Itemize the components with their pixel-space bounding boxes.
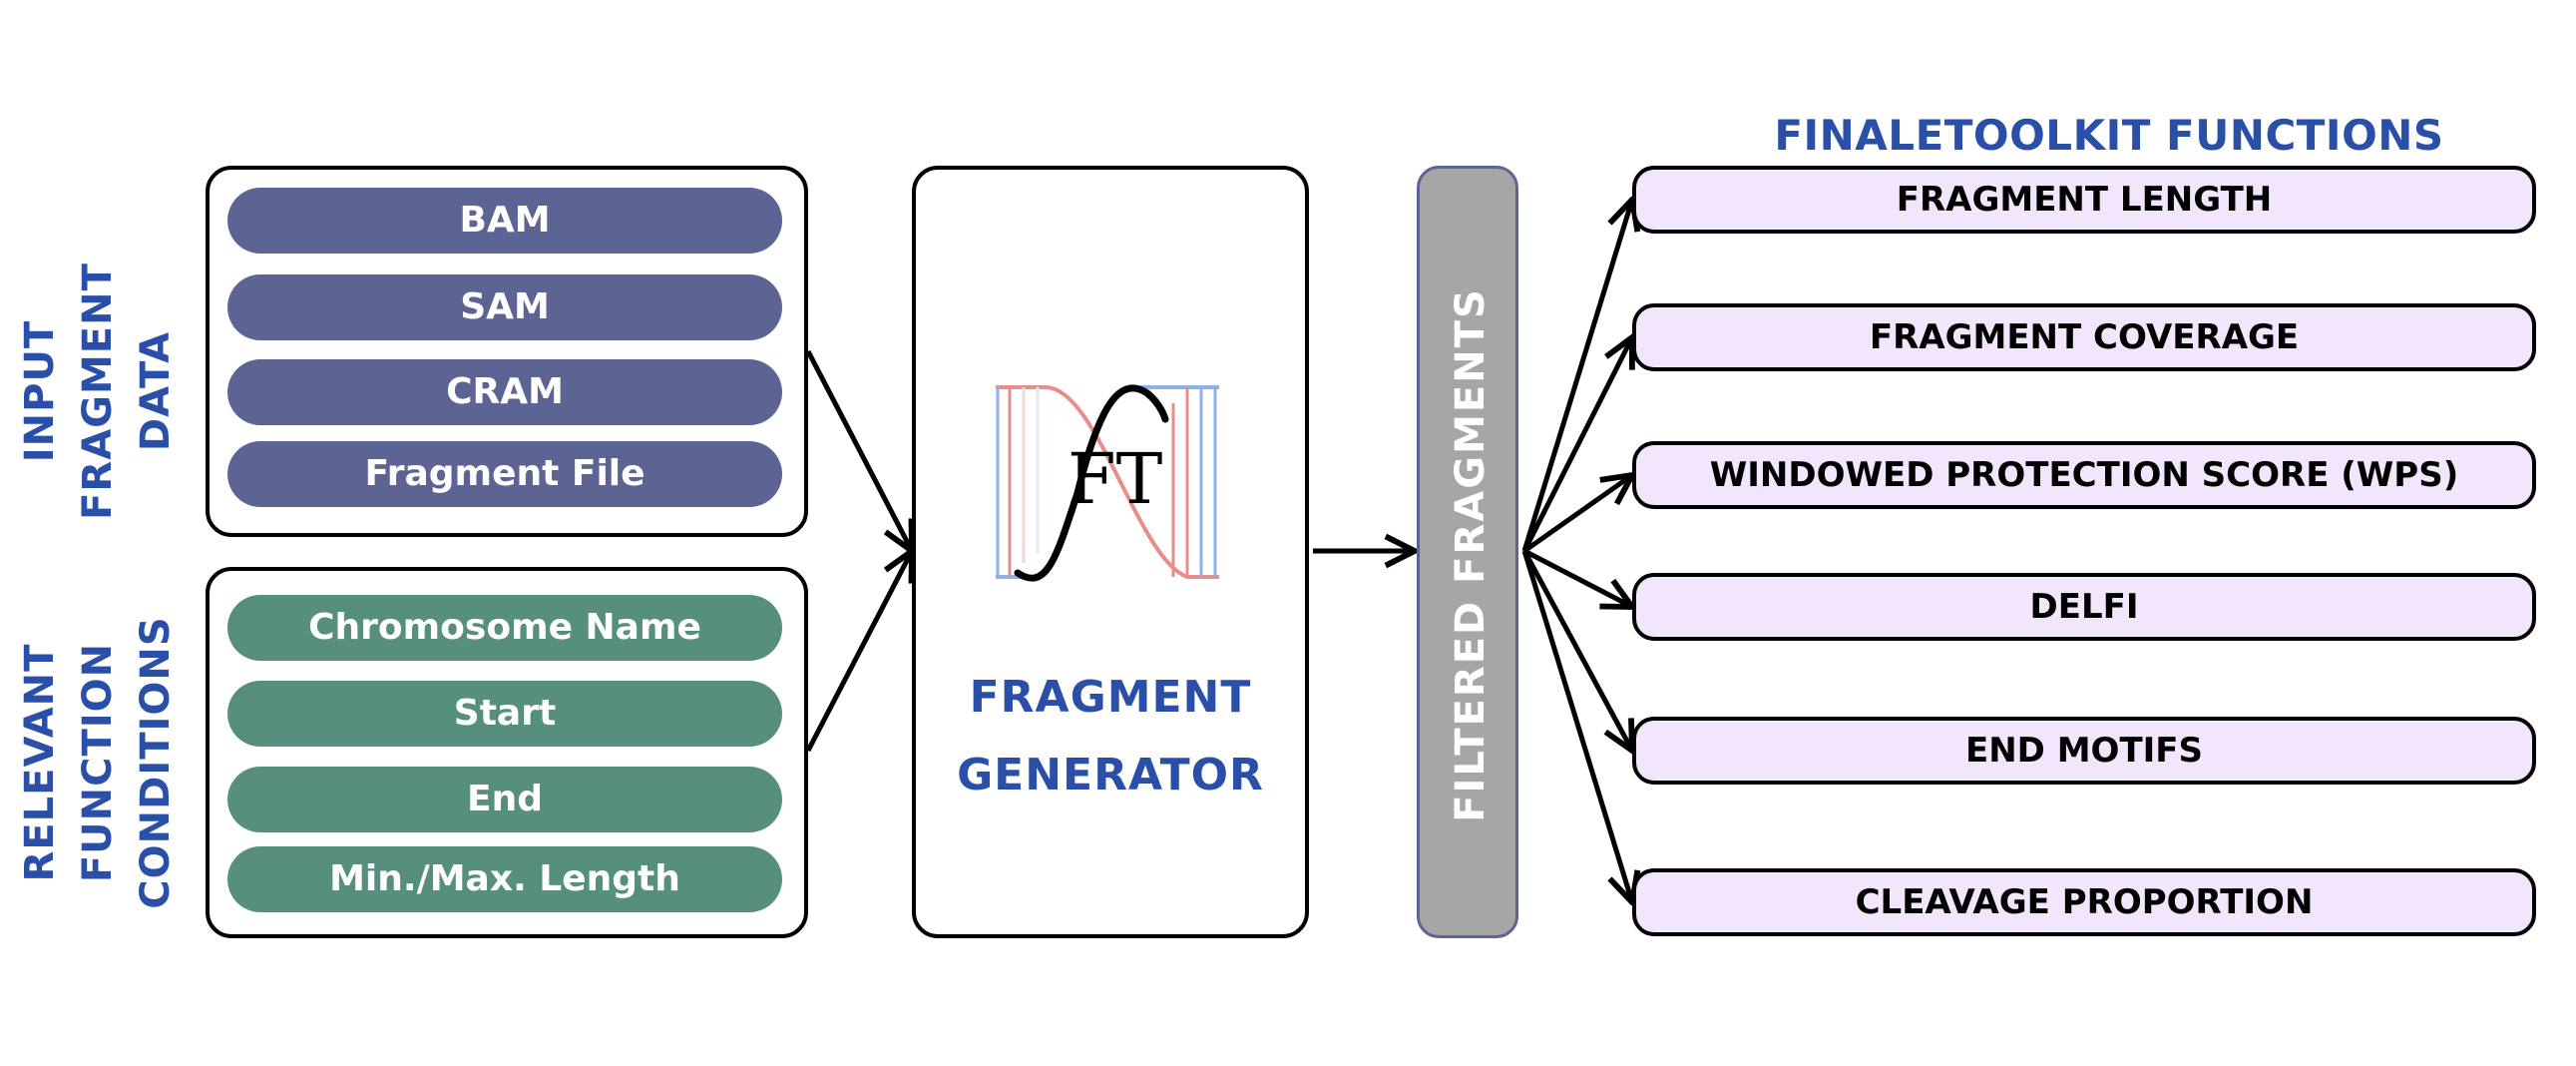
arrow-to-cleavage-proportion xyxy=(1521,550,1632,902)
input-pill-sam: SAM xyxy=(227,274,782,340)
input-fragment-data-label: INPUT FRAGMENT DATA xyxy=(17,263,179,520)
logo-text: FT xyxy=(1068,438,1162,520)
function-cleavage-proportion: CLEAVAGE PROPORTION xyxy=(1632,868,2536,936)
input-pill-cram: CRAM xyxy=(227,359,782,425)
filtered-fragments-label: FILTERED FRAGMENTS xyxy=(1448,287,1494,822)
condition-pill-start: Start xyxy=(227,681,782,747)
arrow-to-fragment-length xyxy=(1521,200,1632,552)
input-fragment-data-group: BAM SAM CRAM Fragment File xyxy=(206,166,808,537)
function-delfi: DELFI xyxy=(1632,573,2536,641)
input-pill-bam: BAM xyxy=(227,188,782,254)
arrow-conditions-to-generator xyxy=(805,551,912,753)
finaletoolkit-logo-icon: FT xyxy=(996,384,1219,582)
condition-pill-end: End xyxy=(227,767,782,832)
arrow-to-end-motifs xyxy=(1521,549,1632,751)
function-end-motifs: END MOTIFS xyxy=(1632,717,2536,785)
relevant-function-conditions-group: Chromosome Name Start End Min./Max. Leng… xyxy=(206,567,808,938)
function-fragment-coverage: FRAGMENT COVERAGE xyxy=(1632,303,2536,371)
finaletoolkit-functions-title: FINALETOOLKIT FUNCTIONS xyxy=(1774,111,2444,160)
condition-pill-min-max-length: Min./Max. Length xyxy=(227,846,782,912)
function-windowed-protection-score: WINDOWED PROTECTION SCORE (WPS) xyxy=(1632,441,2536,509)
input-pill-fragment-file: Fragment File xyxy=(227,441,782,507)
function-fragment-length: FRAGMENT LENGTH xyxy=(1632,166,2536,234)
fragment-generator-box: FT FRAGMENT GENERATOR xyxy=(912,166,1309,938)
filtered-fragments-bar: FILTERED FRAGMENTS xyxy=(1417,166,1518,938)
arrow-input-to-generator xyxy=(805,349,912,551)
condition-pill-chromosome-name: Chromosome Name xyxy=(227,595,782,661)
arrow-to-delfi xyxy=(1522,548,1632,607)
arrow-to-wps xyxy=(1522,475,1632,554)
fragment-generator-label: FRAGMENT GENERATOR xyxy=(957,672,1264,800)
relevant-function-conditions-label: RELEVANT FUNCTION CONDITIONS xyxy=(17,616,179,909)
arrow-to-fragment-coverage xyxy=(1521,337,1632,553)
